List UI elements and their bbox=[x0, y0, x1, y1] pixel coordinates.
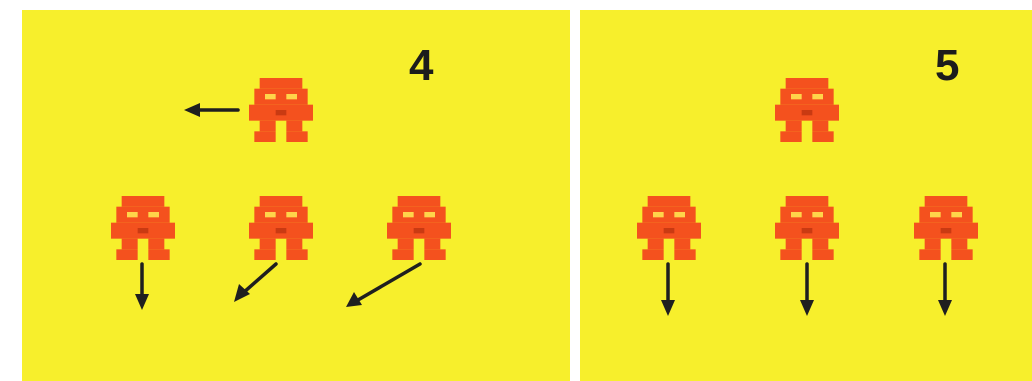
arrow-down-left-icon bbox=[230, 260, 280, 306]
arrow-left-icon bbox=[182, 100, 242, 120]
step-number-5: 5 bbox=[935, 44, 959, 88]
robot-icon bbox=[248, 78, 314, 142]
step-panel-4: 4 bbox=[22, 10, 570, 381]
robot-icon bbox=[774, 78, 840, 142]
robot-icon bbox=[386, 196, 452, 260]
step-panel-5: 5 bbox=[580, 10, 1032, 381]
arrow-down-icon bbox=[132, 262, 152, 312]
arrow-down-icon bbox=[658, 262, 678, 318]
step-number-4: 4 bbox=[409, 44, 433, 88]
robot-icon bbox=[248, 196, 314, 260]
arrow-down-left-icon bbox=[342, 260, 424, 310]
robot-icon bbox=[110, 196, 176, 260]
arrow-down-icon bbox=[935, 262, 955, 318]
robot-icon bbox=[636, 196, 702, 260]
robot-icon bbox=[774, 196, 840, 260]
robot-icon bbox=[913, 196, 979, 260]
arrow-down-icon bbox=[797, 262, 817, 318]
